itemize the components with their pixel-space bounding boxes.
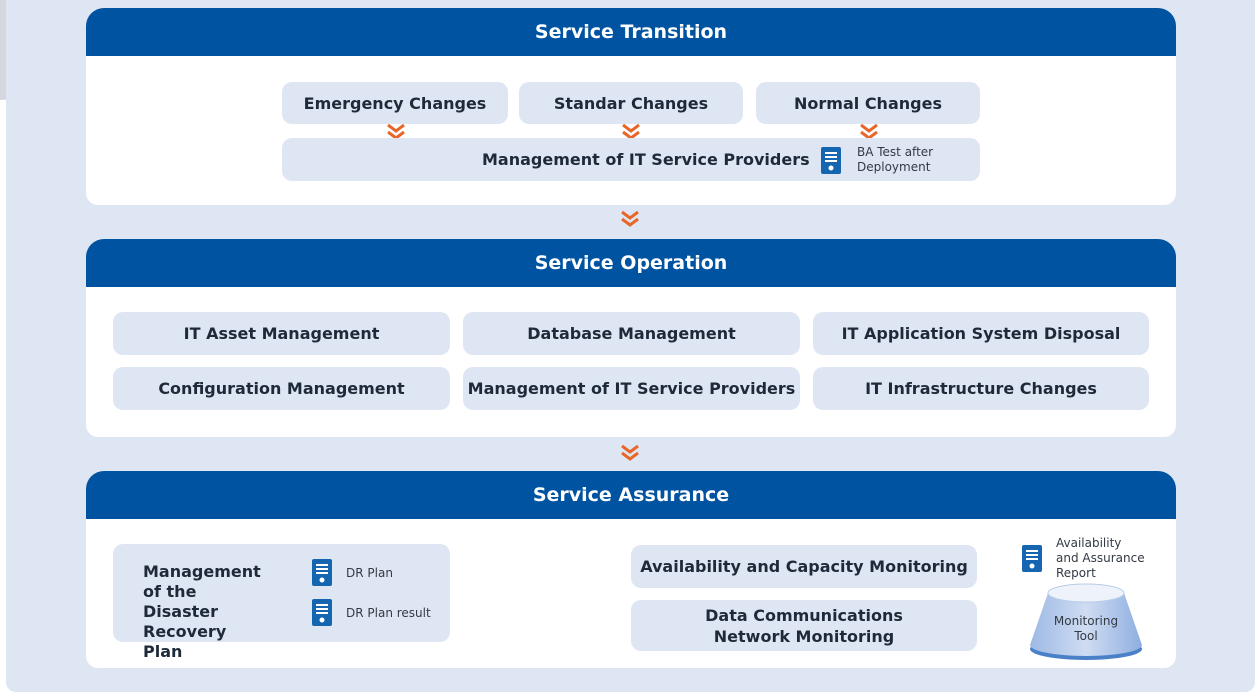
document-icon: [821, 147, 841, 174]
service-assurance-section: Service Assurance Management of the Disa…: [86, 471, 1176, 668]
cylinder-icon: [1030, 583, 1142, 660]
service-providers-bar: Management of IT Service Providers: [282, 138, 980, 181]
service-transition-title: Service Transition: [86, 8, 1176, 56]
service-providers-label: Management of IT Service Providers: [482, 150, 810, 169]
dr-plan-label: DR Plan: [346, 566, 393, 580]
double-chevron-down-icon: [621, 210, 639, 227]
document-icon: [312, 599, 332, 626]
availability-monitoring-box: Availability and Capacity Monitoring: [631, 545, 977, 588]
document-icon: [1022, 545, 1042, 572]
service-transition-body: Emergency Changes Standar Changes Normal…: [86, 56, 1176, 205]
service-providers-box: Management of IT Service Providers: [463, 367, 800, 410]
it-asset-management-box: IT Asset Management: [113, 312, 450, 355]
service-operation-title: Service Operation: [86, 239, 1176, 287]
it-application-disposal-box: IT Application System Disposal: [813, 312, 1149, 355]
ba-test-label: BA Test after Deployment: [857, 145, 934, 174]
service-transition-section: Service Transition Emergency Changes Sta…: [86, 8, 1176, 205]
standard-changes-box: Standar Changes: [519, 82, 743, 124]
configuration-management-box: Configuration Management: [113, 367, 450, 410]
normal-changes-box: Normal Changes: [756, 82, 980, 124]
infrastructure-changes-box: IT Infrastructure Changes: [813, 367, 1149, 410]
service-assurance-body: Management of the Disaster Recovery Plan…: [86, 519, 1176, 668]
disaster-recovery-box: Management of the Disaster Recovery Plan: [113, 544, 450, 661]
document-icon: [312, 559, 332, 586]
disaster-recovery-title: Management of the Disaster Recovery Plan: [143, 562, 261, 661]
database-management-box: Database Management: [463, 312, 800, 355]
monitoring-tool-label: Monitoring Tool: [1053, 614, 1119, 643]
service-assurance-title: Service Assurance: [86, 471, 1176, 519]
service-operation-section: Service Operation IT Asset Management Da…: [86, 239, 1176, 437]
network-monitoring-box: Data Communications Network Monitoring: [631, 600, 977, 651]
dr-plan-result-label: DR Plan result: [346, 606, 431, 620]
emergency-changes-box: Emergency Changes: [282, 82, 508, 124]
service-operation-body: IT Asset Management Database Management …: [86, 287, 1176, 437]
assurance-report-label: Availability and Assurance Report: [1056, 536, 1145, 580]
double-chevron-down-icon: [621, 444, 639, 461]
